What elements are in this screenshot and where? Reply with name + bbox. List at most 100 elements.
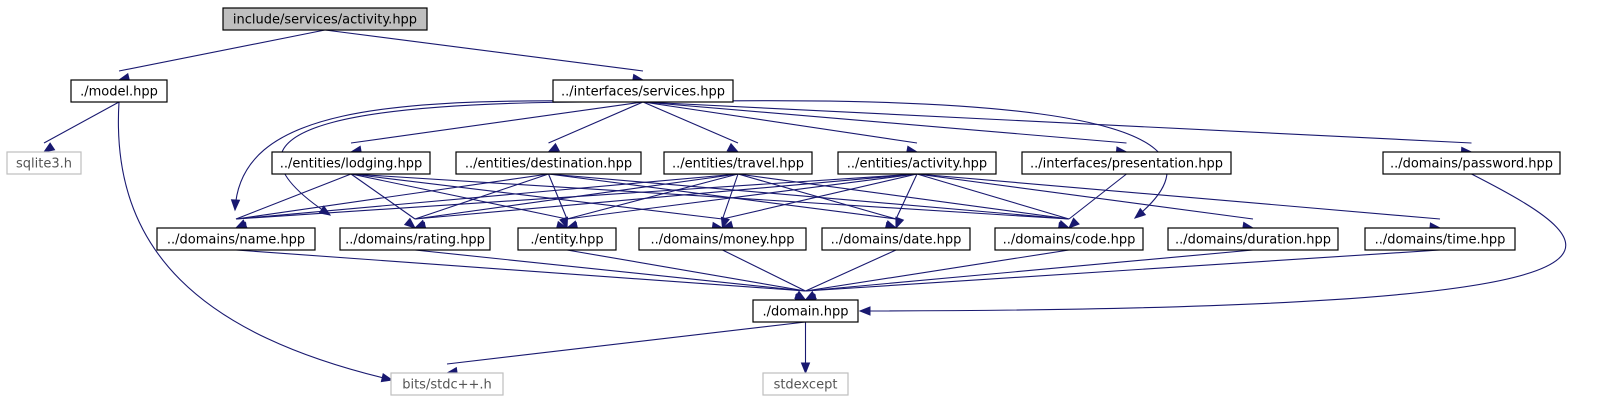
node-travel[interactable]: ../entities/travel.hpp — [663, 151, 813, 175]
node-box — [156, 227, 316, 251]
edge-line — [414, 249, 806, 292]
node-label: ../entities/destination.hpp — [465, 157, 632, 172]
node-label: sqlite3.h — [16, 157, 72, 172]
node-destination[interactable]: ../entities/destination.hpp — [455, 151, 642, 175]
node-label: bits/stdc++.h — [402, 378, 492, 393]
node-presentation[interactable]: ../interfaces/presentation.hpp — [1021, 151, 1232, 175]
node-box — [390, 372, 504, 396]
edge-line — [548, 101, 644, 144]
edge-arrowhead — [42, 142, 56, 153]
edge-iservices-to-name — [230, 100, 644, 212]
node-box — [222, 7, 428, 31]
node-label: stdexcept — [774, 378, 838, 393]
node-box — [517, 227, 617, 251]
edge-arrowhead — [858, 306, 871, 316]
edge-line — [280, 101, 644, 216]
edge-model-to-sqlite — [42, 101, 120, 153]
node-label: ../domains/code.hpp — [1003, 233, 1136, 248]
edge-line — [916, 173, 1441, 220]
node-money[interactable]: ../domains/money.hpp — [638, 227, 807, 251]
node-box — [271, 151, 431, 175]
node-label: ../entities/travel.hpp — [672, 157, 804, 172]
edge-line — [118, 29, 326, 72]
edge-line — [566, 249, 806, 292]
edge-arrowhead — [895, 216, 905, 230]
edge-arrowhead — [403, 217, 417, 229]
edge-line — [235, 173, 739, 220]
edge-line — [117, 101, 393, 381]
node-lodging[interactable]: ../entities/lodging.hpp — [271, 151, 431, 175]
edge-line — [722, 173, 918, 220]
edge-line — [446, 321, 806, 365]
edge-arrowhead — [547, 142, 560, 153]
edge-lodging-to-code — [350, 173, 1071, 232]
node-password[interactable]: ../domains/password.hpp — [1382, 151, 1561, 175]
node-iservices[interactable]: ../interfaces/services.hpp — [552, 79, 734, 103]
edge-line — [805, 249, 1441, 292]
edge-line — [235, 173, 549, 220]
edge-iservices-to-activity-ent — [642, 101, 919, 155]
node-box — [821, 227, 971, 251]
edge-lodging-to-rating — [350, 173, 417, 229]
node-entity[interactable]: ./entity.hpp — [517, 227, 617, 251]
edge-line — [350, 173, 1070, 220]
node-label: ./domain.hpp — [762, 305, 848, 320]
edge-line — [895, 173, 918, 220]
node-box — [1364, 227, 1516, 251]
edge-line — [235, 173, 352, 220]
edge-arrowhead — [380, 372, 394, 383]
edge-line — [235, 173, 918, 220]
edge-line — [642, 101, 1472, 144]
node-box — [339, 227, 491, 251]
edge-lodging-to-name — [234, 173, 352, 229]
node-code[interactable]: ../domains/code.hpp — [994, 227, 1144, 251]
node-box — [837, 151, 997, 175]
node-box — [1021, 151, 1232, 175]
edge-presentation-to-code — [1068, 173, 1127, 229]
edge-activity-ent-to-duration — [916, 173, 1255, 232]
node-box — [70, 79, 168, 103]
node-name[interactable]: ../domains/name.hpp — [156, 227, 316, 251]
node-box — [994, 227, 1144, 251]
node-sqlite: sqlite3.h — [6, 151, 82, 175]
edge-model-to-stdcpp — [117, 101, 394, 383]
node-activity-svc[interactable]: include/services/activity.hpp — [222, 7, 428, 31]
edge-line — [350, 101, 644, 144]
edge-line — [566, 173, 739, 220]
edge-date-to-domain — [804, 249, 897, 301]
edge-iservices-to-destination — [547, 101, 644, 153]
edge-password-to-domain — [858, 173, 1567, 316]
edge-iservices-to-password — [642, 101, 1473, 157]
edge-line — [642, 101, 918, 144]
edge-line — [1068, 173, 1127, 220]
edge-line — [235, 249, 806, 292]
edge-activity-ent-to-entity — [565, 173, 918, 232]
node-label: ../domains/date.hpp — [831, 233, 962, 248]
node-box — [552, 79, 734, 103]
node-rating[interactable]: ../domains/rating.hpp — [339, 227, 491, 251]
node-box — [455, 151, 642, 175]
node-box — [1382, 151, 1561, 175]
node-label: ../entities/activity.hpp — [847, 157, 987, 172]
edge-iservices-to-presentation — [642, 101, 1128, 156]
edge-line — [642, 101, 739, 144]
edge-domain-to-stdexcept — [800, 322, 811, 375]
edge-arrowhead — [1068, 217, 1080, 229]
node-stdexcept: stdexcept — [762, 372, 849, 396]
file-nodes: include/services/activity.hpp ./model.hpp… — [6, 7, 1561, 396]
node-stdcpp: bits/stdc++.h — [390, 372, 504, 396]
node-time[interactable]: ../domains/time.hpp — [1364, 227, 1516, 251]
edge-activity-svc-to-iservices — [324, 29, 645, 84]
node-label: ../entities/lodging.hpp — [280, 157, 423, 172]
node-duration[interactable]: ../domains/duration.hpp — [1167, 227, 1339, 251]
node-domain[interactable]: ./domain.hpp — [752, 299, 859, 323]
node-date[interactable]: ../domains/date.hpp — [821, 227, 971, 251]
edge-line — [721, 173, 739, 220]
node-label: ../domains/name.hpp — [167, 233, 305, 248]
node-box — [752, 299, 859, 323]
node-activity-ent[interactable]: ../entities/activity.hpp — [837, 151, 997, 175]
node-model[interactable]: ./model.hpp — [70, 79, 168, 103]
edge-line — [805, 249, 897, 292]
edge-line — [737, 173, 897, 220]
